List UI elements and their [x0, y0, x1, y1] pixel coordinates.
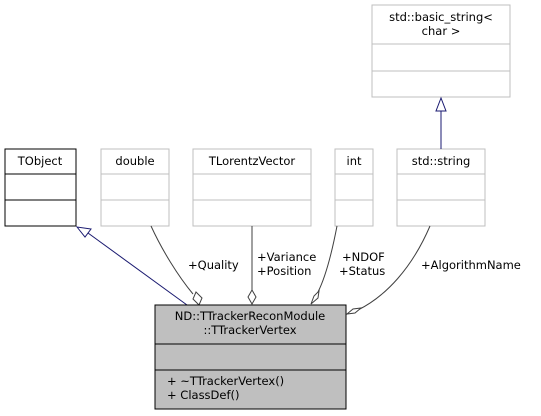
class-tlorentzvector[interactable]: TLorentzVector	[192, 148, 312, 227]
class-tobject[interactable]: TObject	[4, 148, 77, 227]
composition-edge-quality: +Quality	[150, 225, 239, 306]
composition-diamond	[310, 289, 320, 305]
composition-diamond	[192, 291, 203, 306]
class-double[interactable]: double	[100, 148, 170, 227]
class-std-string[interactable]: std::string	[396, 148, 486, 227]
edge-label-ndof: +NDOF	[342, 250, 385, 264]
composition-edge-string: +AlgorithmName	[345, 225, 521, 315]
method-destructor: + ~TTrackerVertex()	[167, 374, 284, 388]
tlorentzvector-title: TLorentzVector	[208, 154, 296, 168]
edge-label-algorithm-name: +AlgorithmName	[421, 258, 521, 272]
inheritance-edge-tobject	[75, 226, 188, 306]
tobject-title: TObject	[17, 154, 63, 168]
composition-edge-lorentz: +Variance +Position	[247, 226, 316, 306]
class-tracker-vertex[interactable]: ND::TTrackerReconModule ::TTrackerVertex…	[154, 304, 347, 410]
composition-diamond	[345, 307, 363, 315]
inheritance-arrowhead	[75, 226, 92, 238]
composition-edge-int: +NDOF +Status	[310, 225, 385, 305]
composition-diamond	[247, 288, 257, 306]
tracker-vertex-title-line2: ::TTrackerVertex	[203, 323, 296, 337]
tracker-vertex-title-line1: ND::TTrackerReconModule	[175, 309, 326, 323]
basic-string-title-line2: char >	[422, 24, 461, 38]
inheritance-arrowhead	[435, 96, 447, 112]
edge-label-variance: +Variance	[257, 250, 316, 264]
int-title: int	[347, 154, 362, 168]
class-int[interactable]: int	[334, 148, 374, 227]
std-string-title: std::string	[412, 154, 471, 168]
class-basic-string[interactable]: std::basic_string< char >	[371, 4, 511, 98]
inheritance-edge-string	[435, 96, 447, 149]
edge-label-quality: +Quality	[188, 258, 239, 272]
edge-label-position: +Position	[257, 264, 311, 278]
method-classdef: + ClassDef()	[167, 388, 240, 402]
double-title: double	[115, 154, 154, 168]
basic-string-title-line1: std::basic_string<	[389, 10, 493, 24]
edge-label-status: +Status	[339, 264, 385, 278]
